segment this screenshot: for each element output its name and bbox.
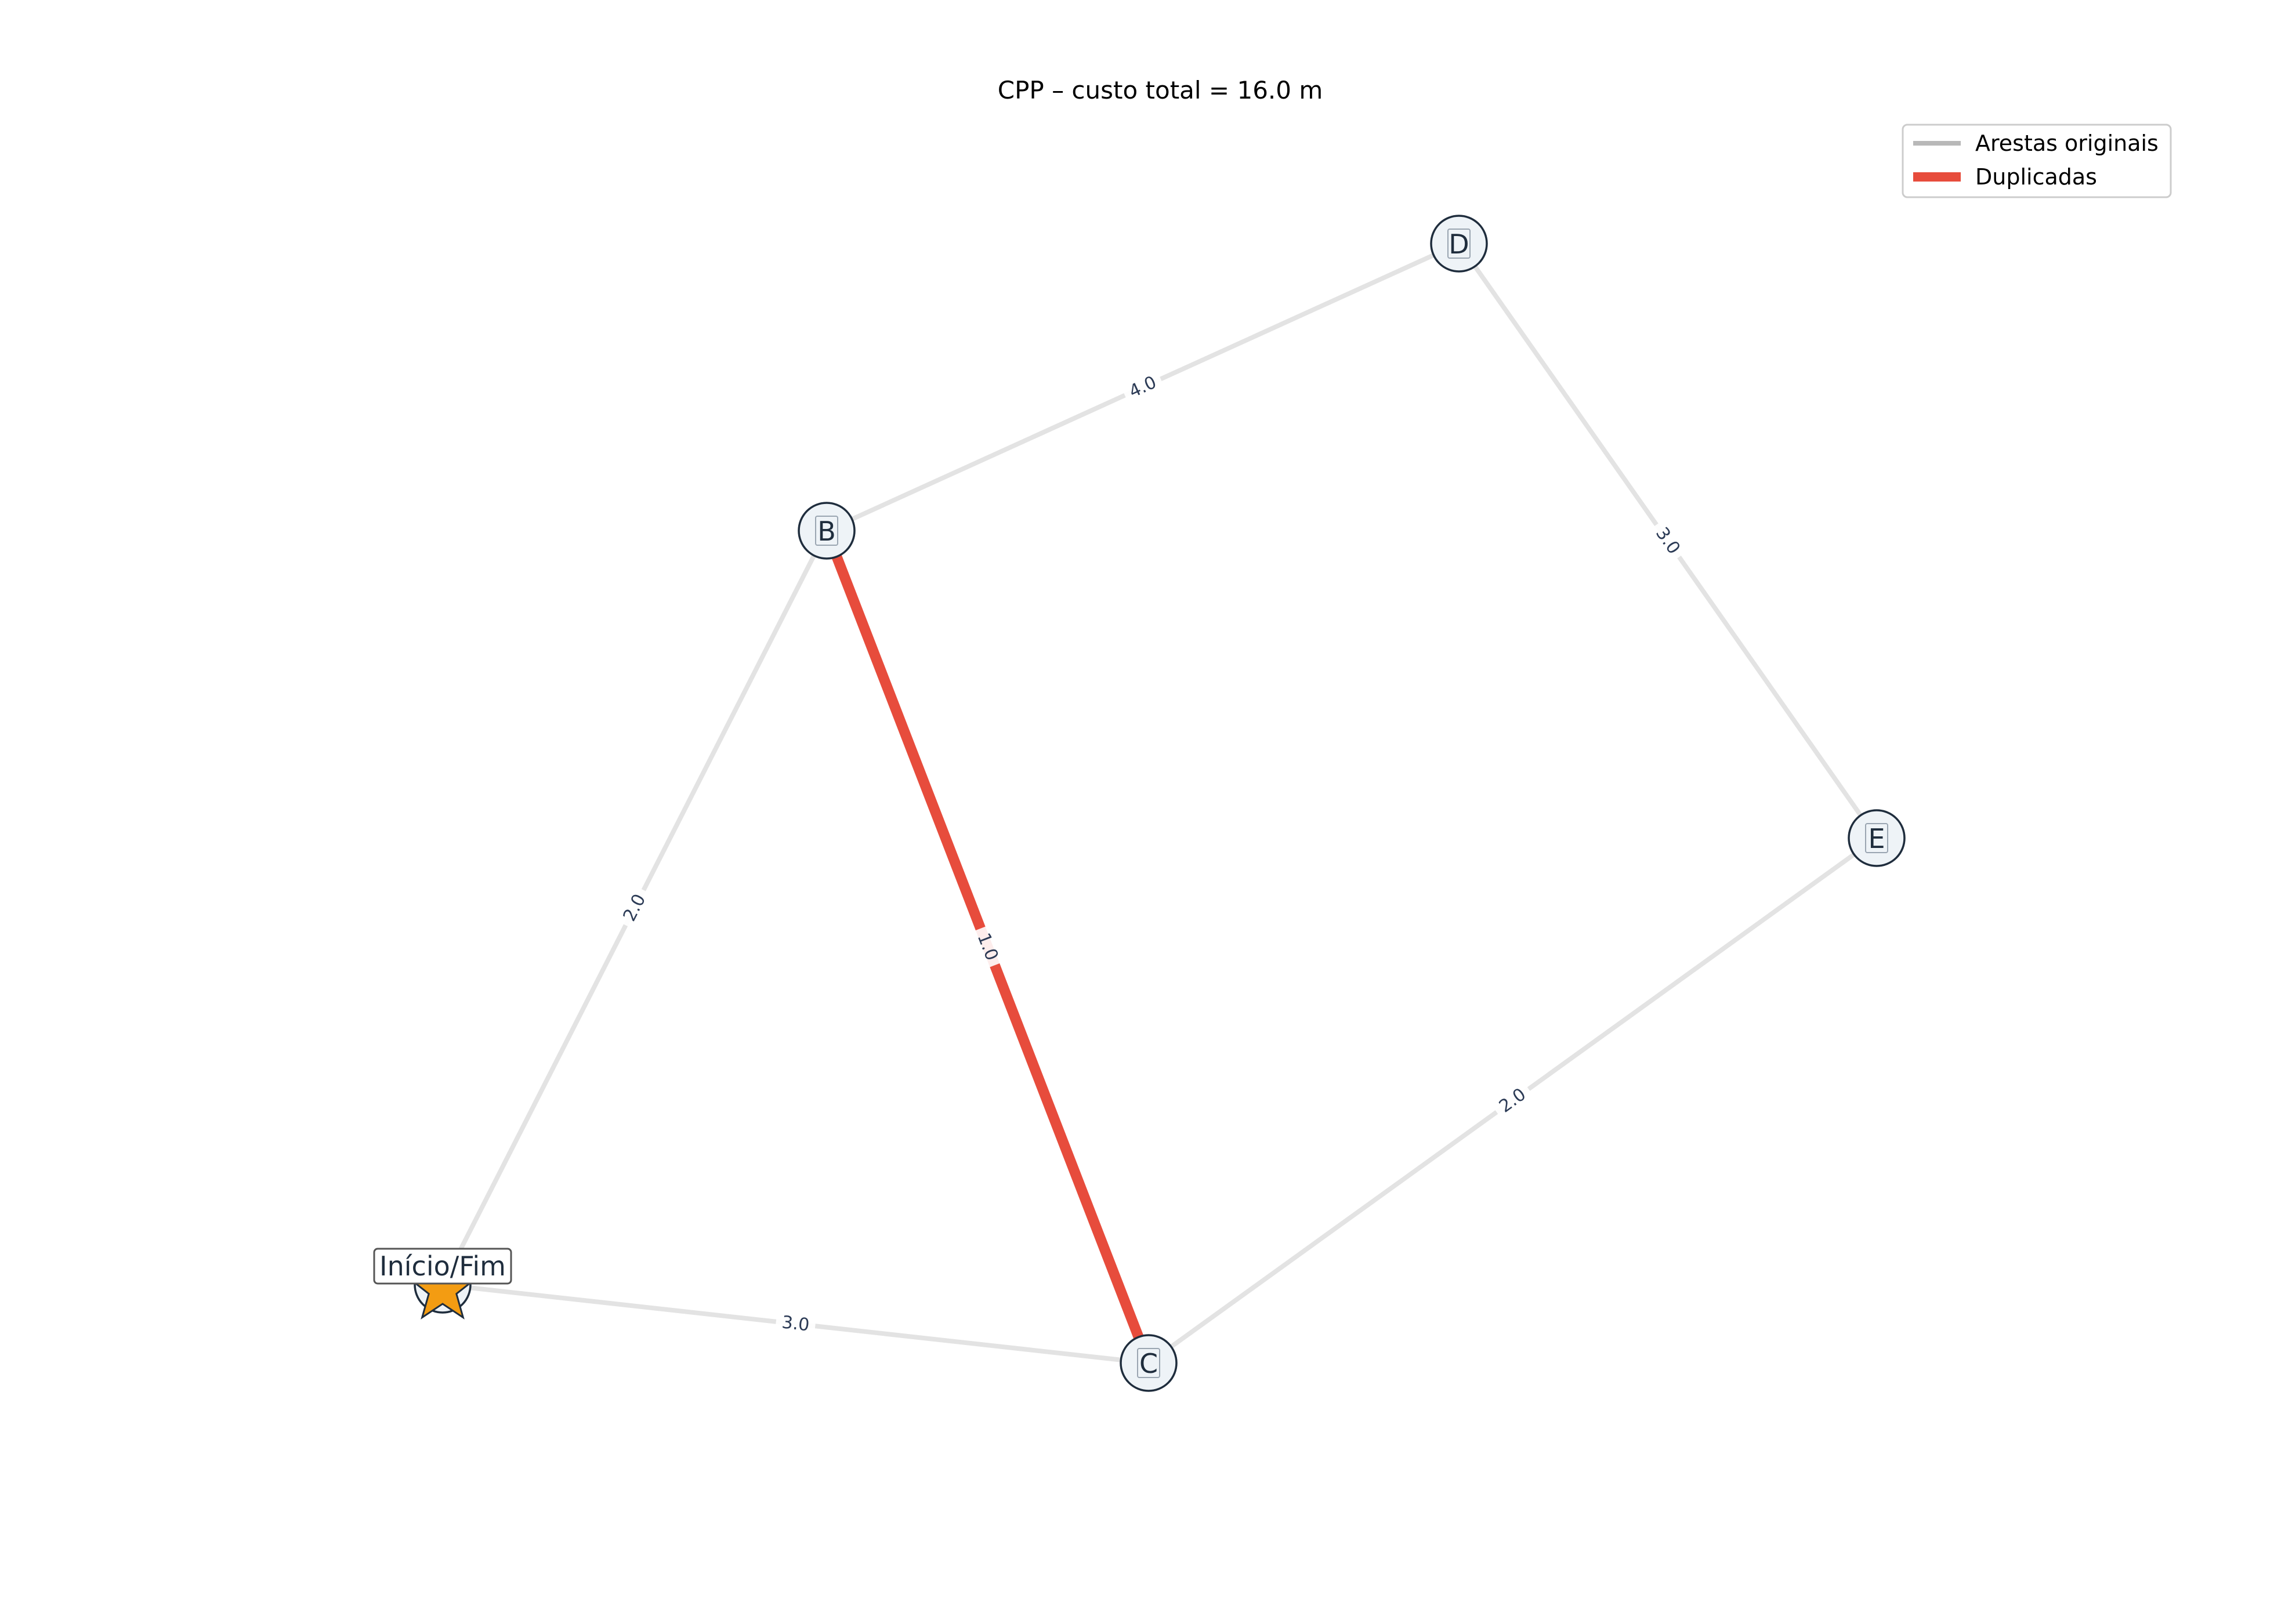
- node-label: E: [1868, 823, 1885, 854]
- node-circle: [1430, 215, 1488, 273]
- node-circle: [1848, 809, 1906, 867]
- edge-weight-label: 3.0: [781, 1312, 810, 1335]
- legend-box: [1902, 124, 2172, 198]
- edge-weight-label-group: 1.0: [968, 923, 1007, 970]
- edge-weight-label-background: [1646, 517, 1690, 564]
- node-c: C: [1120, 1334, 1178, 1392]
- edge-weight-label-group: 4.0: [1119, 367, 1167, 407]
- node-d: D: [1430, 215, 1488, 273]
- node-b: B: [798, 502, 856, 560]
- edge-weight-label-group: 2.0: [614, 884, 656, 931]
- node-label-box: [1137, 1348, 1160, 1378]
- edge-weight-label-background: [774, 1308, 817, 1339]
- edge-weight-label-group: 3.0: [1646, 517, 1690, 564]
- edge-labels-layer: 2.0 3.0 1.0 4.0 3.0 2.0: [614, 367, 1690, 1339]
- nodes-layer: Início/Fim B C D E: [373, 215, 1906, 1392]
- start-end-label: Início/Fim: [379, 1250, 506, 1282]
- edges-layer: [440, 241, 1879, 1365]
- node-a: Início/Fim: [373, 1248, 512, 1320]
- node-circle: [1120, 1334, 1178, 1392]
- edge-weight-label-background: [968, 923, 1007, 970]
- edge-weight-label-background: [614, 884, 656, 931]
- edge-weight-label-group: 3.0: [774, 1308, 817, 1339]
- diagram-title: CPP – custo total = 16.0 m: [998, 76, 1323, 104]
- edge-weight-label-background: [1489, 1078, 1536, 1123]
- node-label-box: [1447, 229, 1471, 259]
- edge-weight-label-background: [1119, 367, 1167, 407]
- legend: Arestas originais Duplicadas: [1902, 124, 2172, 198]
- node-label-box: [815, 516, 838, 546]
- node-label-box: [1865, 823, 1888, 853]
- node-label: D: [1449, 229, 1469, 260]
- legend-original-label: Arestas originais: [1975, 130, 2159, 156]
- edge-weight-label-group: 2.0: [1489, 1078, 1536, 1123]
- legend-duplicated-label: Duplicadas: [1975, 164, 2097, 190]
- node-circle: [798, 502, 856, 560]
- node-e: E: [1848, 809, 1906, 867]
- start-label-box: [373, 1248, 512, 1285]
- node-label: B: [817, 516, 836, 547]
- node-label: C: [1139, 1348, 1158, 1379]
